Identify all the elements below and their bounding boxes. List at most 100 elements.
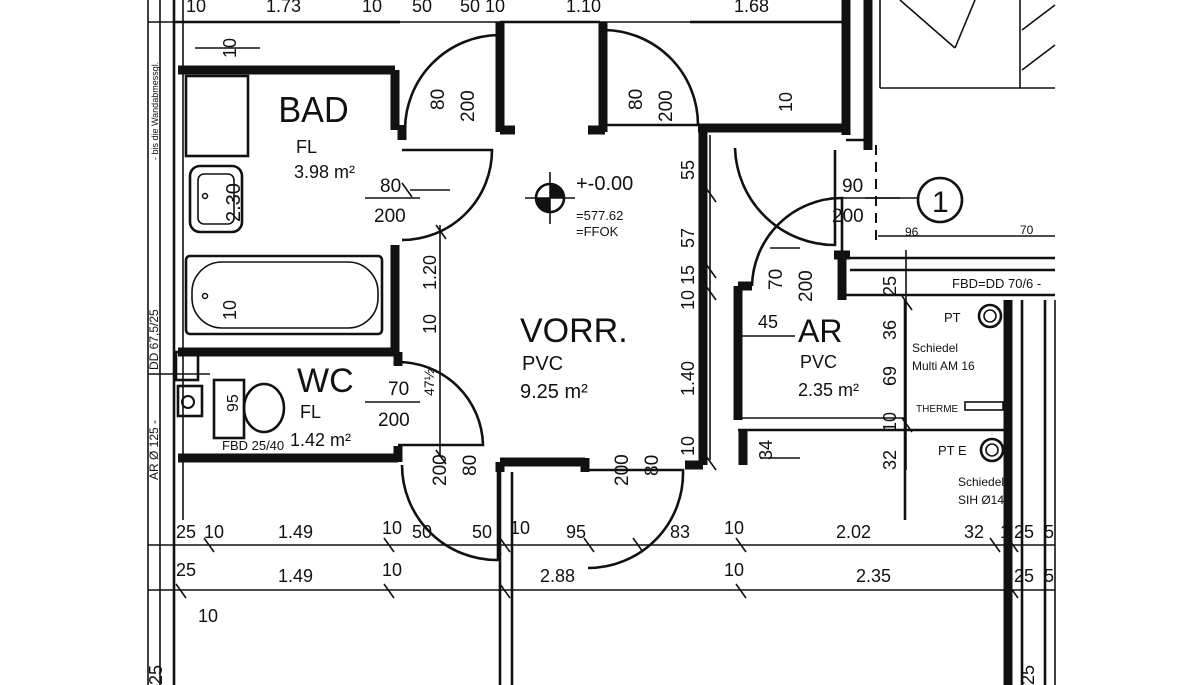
dim-top-1: 10 (186, 0, 206, 16)
door-vorr-bottom-height: 200 (612, 454, 633, 486)
dim-v-2: 10 (220, 300, 240, 320)
door-ar-outer (733, 147, 837, 247)
dim-r2-1: 25 (176, 560, 196, 580)
room-vorr-name: VORR. (520, 312, 628, 350)
door-ar-height: 200 (832, 206, 864, 227)
pt-top-symbol (977, 303, 1003, 329)
schiedel-label-1: Schiedel (912, 341, 958, 355)
dim-ar-r-2: 70 (1020, 223, 1034, 237)
dim-r1-5: 50 (412, 522, 432, 542)
dim-top-7: 1.68 (734, 0, 769, 16)
dim-r2-8: 5 (1044, 566, 1054, 586)
door-wc-bottom-width: 80 (460, 455, 481, 476)
schiedel-label-4: SIH Ø14 (958, 493, 1004, 507)
left-vertical-label-3: - bis die Wandabmessgl. (150, 62, 160, 160)
dim-r1-12: 32 (964, 522, 984, 542)
door-bad-side (401, 148, 494, 242)
dim-v-1: 10 (220, 38, 240, 58)
room-vorr-area: 9.25 m² (520, 381, 588, 403)
tub-width-label: 2.30 (223, 183, 245, 222)
dim-ar-1: 45 (758, 312, 778, 332)
door-vorr-top (604, 28, 700, 127)
dimension-ticks (175, 182, 1019, 599)
dim-v-4: 10 (420, 314, 440, 334)
dim-r1-8: 95 (566, 522, 586, 542)
door-vorr-bottom (587, 468, 685, 570)
dim-v-12: 25 (880, 276, 900, 296)
dim-ar-2: 34 (756, 440, 776, 460)
left-vertical-label-2: AR Ø 125 - (147, 420, 161, 480)
level-marker: +-0.00 =577.62 =FFOK (525, 172, 633, 239)
dim-v-8: 10 15 (678, 265, 698, 310)
door-bad-width: 80 (428, 89, 449, 110)
room-ar-area: 2.35 m² (798, 380, 859, 400)
dim-v-7: 57 (678, 228, 698, 248)
dim-r1-6: 50 (472, 522, 492, 542)
pt-top-label: PT (944, 310, 961, 325)
left-vertical-label-1: DD 67,5/25 (147, 309, 161, 370)
room-wc-name: WC (297, 362, 354, 400)
dim-r2-2: 1.49 (278, 566, 313, 586)
room-vorr-floor: PVC (522, 353, 563, 375)
dim-r1-9: 83 (670, 522, 690, 542)
dim-r2-4: 2.88 (540, 566, 575, 586)
dim-side-1: 25 (146, 665, 166, 685)
room-ar-floor: PVC (800, 352, 837, 372)
dimension-text: 10 1.73 10 50 50 10 1.10 1.68 10 10 1.20… (146, 0, 1054, 685)
dim-v-9: 1.40 (678, 361, 698, 396)
dim-r2-3: 10 (382, 560, 402, 580)
door-vorr-top-width: 80 (626, 89, 647, 110)
door-vorr-bottom-width: 80 (642, 455, 663, 476)
doors (397, 28, 844, 570)
dim-top-2: 1.73 (266, 0, 301, 16)
dim-v-14: 69 (880, 366, 900, 386)
dim-top-6: 1.10 (566, 0, 601, 16)
bathtub (184, 254, 384, 336)
dim-r1-4: 10 (382, 518, 402, 538)
schiedel-label-2: Multi AM 16 (912, 359, 975, 373)
dim-ar-r-1: 96 (905, 225, 919, 239)
room-wc-floor: FL (300, 402, 321, 422)
outer-frame (147, 0, 210, 685)
door-bad-side-width: 80 (380, 176, 401, 197)
bathroom-fixtures (174, 74, 384, 440)
dim-v-6: 55 (678, 160, 698, 180)
dim-r1-13: 1 (1000, 522, 1010, 542)
door-wc-width: 70 (388, 379, 409, 400)
therme-symbol (964, 401, 1004, 411)
dim-v-10: 10 (678, 436, 698, 456)
dim-top-5: 50 10 (460, 0, 505, 16)
door-wc-bottom (400, 464, 500, 562)
dim-r1-3: 1.49 (278, 522, 313, 542)
door-wc (397, 360, 485, 447)
room-wc-area: 1.42 m² (290, 430, 351, 450)
door-ar-inner-height: 200 (796, 270, 817, 302)
room-bad-area: 3.98 m² (294, 162, 355, 182)
door-bad-height: 200 (458, 90, 479, 122)
level-reference: =FFOK (576, 224, 619, 239)
dim-side-2: 25 (1018, 665, 1038, 685)
fbd-ar-label: FBD=DD 70/6 - (952, 276, 1041, 291)
dim-v-3: 1.20 (420, 255, 440, 290)
dim-top-3: 10 (362, 0, 382, 16)
dim-r1-10: 10 (724, 518, 744, 538)
dim-r1-11: 2.02 (836, 522, 871, 542)
dim-r2-5: 10 (724, 560, 744, 580)
room-ar-name: AR (798, 313, 842, 349)
dim-v-11: 10 (776, 92, 796, 112)
cabinet (184, 74, 250, 158)
door-ar-width: 90 (842, 176, 863, 197)
pt-e-symbol (979, 437, 1005, 463)
dim-r3-1: 10 (198, 606, 218, 626)
pt-e-label: PT E (938, 443, 967, 458)
room-bad-floor: FL (296, 137, 317, 157)
annotation-labels: 2.30 95 FBD 25/40 FBD=DD 70/6 - PT Schie… (147, 62, 1041, 507)
dim-v-13: 36 (880, 320, 900, 340)
section-marker: 1 (865, 176, 964, 224)
door-bad-side-height: 200 (374, 206, 406, 227)
section-number: 1 (932, 186, 949, 219)
dim-r1-2: 10 (204, 522, 224, 542)
room-labels: BAD FL 3.98 m² WC FL 1.42 m² VORR. PVC 9… (278, 90, 859, 450)
sink (188, 164, 244, 234)
